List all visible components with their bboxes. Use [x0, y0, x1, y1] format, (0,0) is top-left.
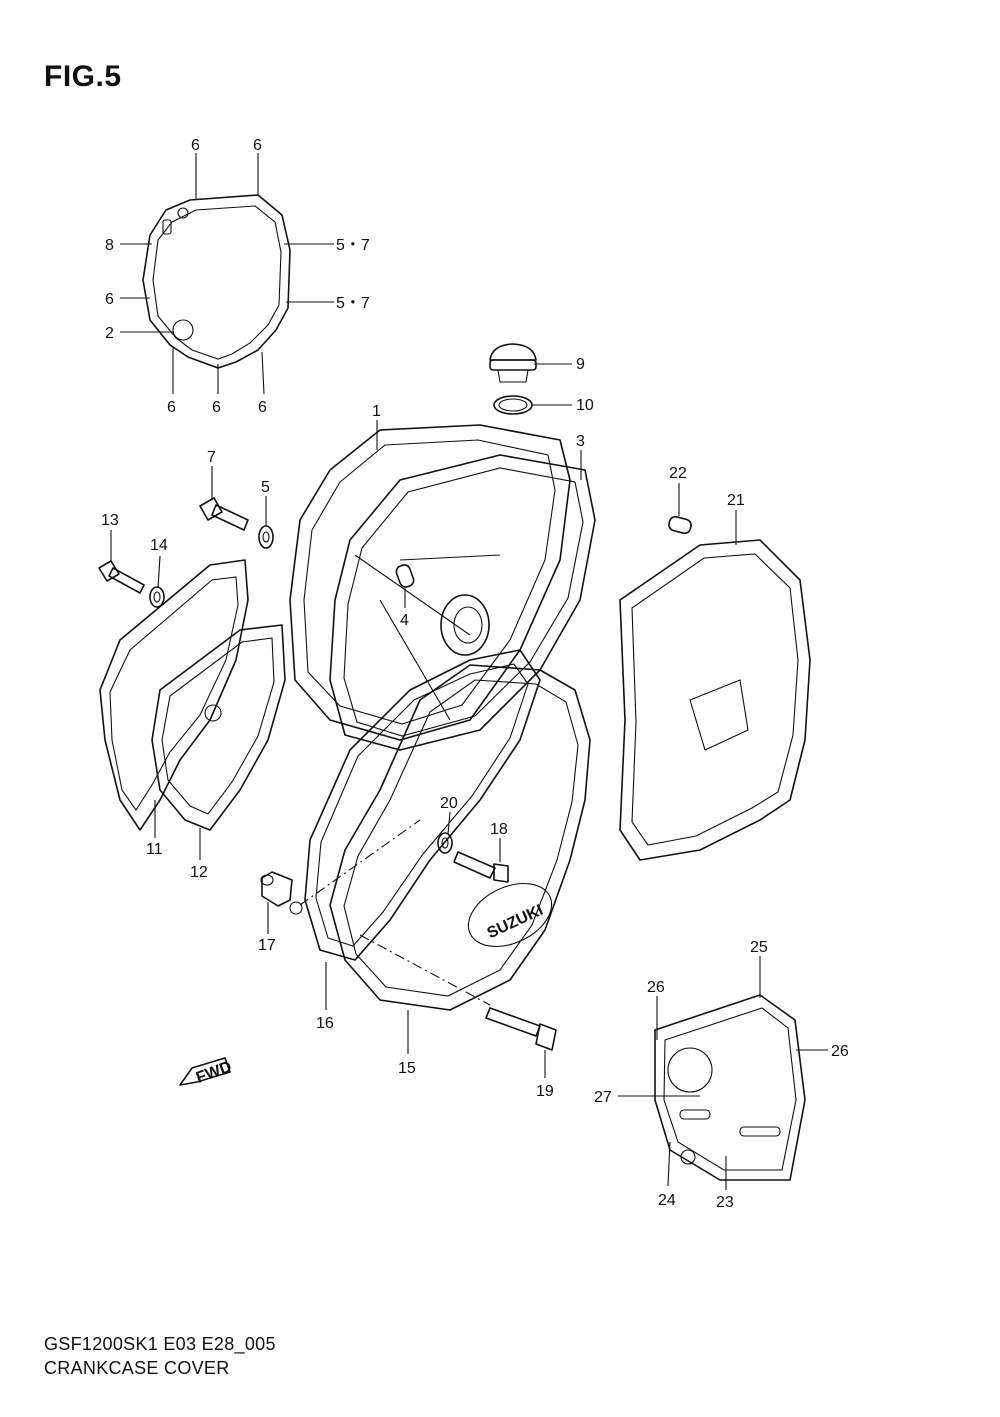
callout-11: 11	[146, 841, 163, 858]
callout-27: 27	[594, 1089, 612, 1106]
callout-6: 6	[167, 399, 176, 416]
callout-25: 25	[750, 939, 768, 956]
callout-7: 7	[207, 449, 216, 466]
callout-3: 3	[576, 433, 585, 450]
starter-cover	[99, 559, 249, 831]
assembly-axis-line	[359, 934, 491, 1006]
callout-10: 10	[576, 397, 594, 414]
bolt-19	[485, 1007, 557, 1051]
generator-cover-gasket	[289, 649, 541, 961]
callout-13: 13	[101, 512, 119, 529]
bolt-7	[199, 497, 249, 531]
callout-26: 26	[831, 1043, 849, 1060]
washer-20	[437, 832, 453, 854]
starter-cover-gasket	[151, 624, 286, 831]
bolt-18	[453, 851, 509, 883]
oil-filter-boss	[440, 594, 490, 656]
section-name: CRANKCASE COVER	[44, 1358, 230, 1378]
callout-15: 15	[398, 1060, 416, 1077]
callout-6: 6	[191, 137, 200, 154]
dowel-pin-4	[395, 564, 415, 588]
callout-17: 17	[258, 937, 276, 954]
callout-5-7: 5・7	[336, 295, 370, 312]
generator-cover	[329, 664, 591, 1011]
callout-6: 6	[253, 137, 262, 154]
oil-filler-o-ring	[493, 395, 533, 415]
callout-23: 23	[716, 1194, 734, 1211]
callout-5-7: 5・7	[336, 237, 370, 254]
forward-arrow-label: FWD	[194, 1058, 234, 1086]
callout-8: 8	[105, 237, 114, 254]
callout-4: 4	[400, 612, 409, 629]
washer-5	[258, 525, 274, 549]
callout-6: 6	[212, 399, 221, 416]
callout-9: 9	[576, 356, 585, 373]
callout-16: 16	[316, 1015, 334, 1032]
figure-title: FIG.5	[44, 60, 122, 93]
oil-filler-cap	[489, 343, 537, 383]
suzuki-logo: SUZUKI	[485, 902, 546, 943]
washer-14	[149, 586, 165, 608]
dowel-pin-17	[260, 871, 293, 907]
clutch-cover-gasket	[142, 194, 291, 369]
callout-18: 18	[490, 821, 508, 838]
callout-6: 6	[258, 399, 267, 416]
callout-6: 6	[105, 291, 114, 308]
clutch-cover-gasket-inner	[329, 454, 596, 751]
sprocket-cover	[619, 539, 811, 861]
assembly-axis-line	[299, 819, 421, 906]
callout-26: 26	[647, 979, 665, 996]
callout-19: 19	[536, 1083, 554, 1100]
callout-24: 24	[658, 1192, 676, 1209]
dowel-pin-22	[668, 515, 692, 535]
callout-20: 20	[440, 795, 458, 812]
callout-1: 1	[372, 403, 381, 420]
cover-plate	[654, 994, 806, 1181]
forward-arrow-icon	[179, 1057, 231, 1086]
callout-2: 2	[105, 325, 114, 342]
bolt-13	[98, 560, 145, 594]
model-code: GSF1200SK1 E03 E28_005	[44, 1334, 276, 1354]
callout-leaders	[110, 153, 828, 1190]
callout-22: 22	[669, 465, 687, 482]
callout-14: 14	[150, 537, 168, 554]
callout-12: 12	[190, 864, 208, 881]
callout-21: 21	[727, 492, 745, 509]
clutch-cover	[289, 424, 571, 741]
callout-5: 5	[261, 479, 270, 496]
